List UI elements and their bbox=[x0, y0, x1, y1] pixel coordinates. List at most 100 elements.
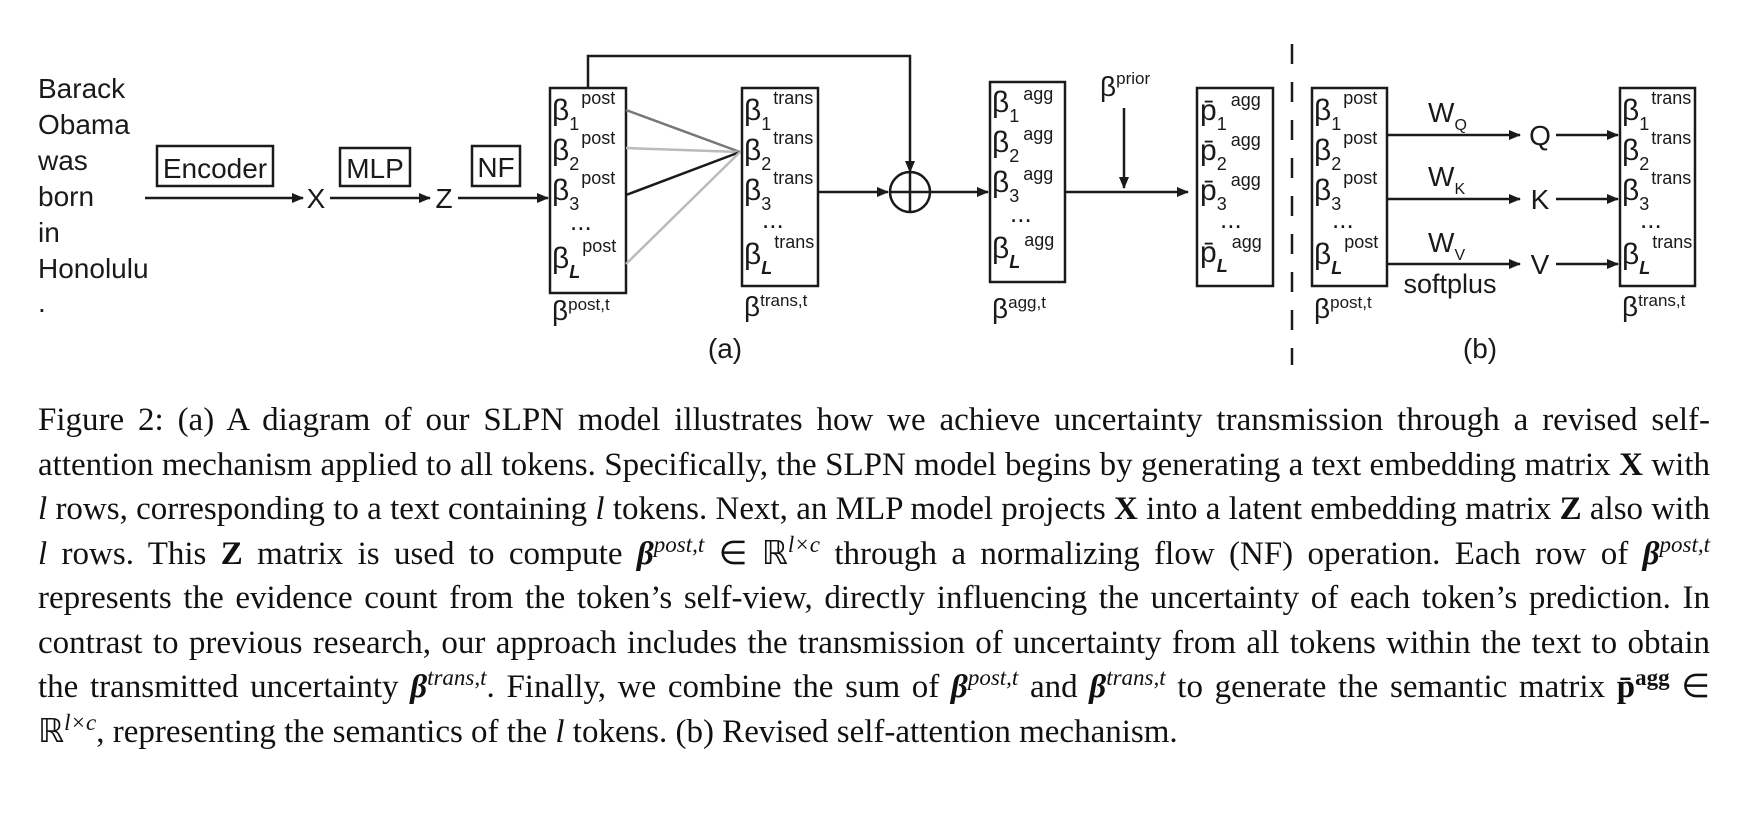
svg-text:βLpost: βLpost bbox=[552, 236, 616, 282]
nf-label: NF bbox=[477, 152, 514, 183]
row-index: 3 bbox=[1639, 194, 1649, 214]
svg-text:p̄1agg: p̄1agg bbox=[1200, 90, 1261, 134]
pbar-symbol: p̄ bbox=[1200, 94, 1217, 127]
mlp-box bbox=[338, 146, 412, 188]
row-superscript: agg bbox=[1231, 90, 1261, 110]
input-token: . bbox=[38, 287, 46, 318]
svg-text:β3post: β3post bbox=[1314, 168, 1377, 214]
row-index: L bbox=[1331, 258, 1342, 278]
beta-symbol: β bbox=[744, 174, 761, 207]
svg-text:β3trans: β3trans bbox=[744, 168, 813, 214]
encoder-label: Encoder bbox=[163, 153, 267, 184]
row-index: 3 bbox=[1331, 194, 1341, 214]
beta-post-caption: βpost,t bbox=[552, 295, 610, 326]
svg-text:β1post: β1post bbox=[1314, 88, 1377, 134]
row-superscript: trans bbox=[774, 232, 814, 252]
beta-symbol: β bbox=[1314, 134, 1331, 167]
row-superscript: post bbox=[581, 88, 615, 108]
input-sentence: Barack Obama was born in Honolulu . bbox=[37, 73, 149, 318]
row-index: L bbox=[1217, 256, 1228, 276]
z-label: Z bbox=[435, 183, 452, 214]
row-superscript: trans bbox=[1652, 232, 1692, 252]
beta-symbol: β bbox=[992, 126, 1009, 159]
row-superscript: trans bbox=[1651, 128, 1691, 148]
row-index: L bbox=[569, 262, 580, 282]
pbar-symbol: p̄ bbox=[1200, 236, 1217, 269]
svg-text:βLpost: βLpost bbox=[1314, 232, 1378, 278]
row-index: 3 bbox=[1009, 186, 1019, 206]
row-superscript: post bbox=[1344, 232, 1378, 252]
wv-label: WV bbox=[1428, 227, 1465, 264]
b-beta-trans-rows: β1trans β2trans β3trans ... βLtrans bbox=[1622, 88, 1692, 278]
wk-label: WK bbox=[1428, 161, 1465, 198]
row-index: 2 bbox=[1217, 154, 1227, 174]
beta-agg-caption: βagg,t bbox=[992, 293, 1046, 324]
row-index: 2 bbox=[569, 154, 579, 174]
x-label: X bbox=[307, 183, 326, 214]
svg-text:β1trans: β1trans bbox=[1622, 88, 1691, 134]
row-superscript: trans bbox=[773, 88, 813, 108]
pbar-symbol: p̄ bbox=[1200, 174, 1217, 207]
svg-text:β3post: β3post bbox=[552, 168, 615, 214]
b-beta-trans-matrix bbox=[1618, 86, 1697, 288]
input-token: Obama bbox=[38, 109, 130, 140]
input-token: born bbox=[38, 181, 94, 212]
transmission-lines bbox=[625, 108, 741, 265]
row-superscript: post bbox=[1343, 128, 1377, 148]
row-superscript: post bbox=[1343, 88, 1377, 108]
row-superscript: trans bbox=[1651, 88, 1691, 108]
row-index: 2 bbox=[1009, 146, 1019, 166]
row-index: L bbox=[1639, 258, 1650, 278]
svg-text:β3agg: β3agg bbox=[992, 164, 1053, 206]
svg-text:β2trans: β2trans bbox=[744, 128, 813, 174]
beta-agg-matrix bbox=[988, 80, 1067, 284]
svg-text:βLtrans: βLtrans bbox=[744, 232, 814, 278]
beta-symbol: β bbox=[1314, 94, 1331, 127]
row-index: 2 bbox=[1639, 154, 1649, 174]
svg-text:β2trans: β2trans bbox=[1622, 128, 1691, 174]
row-superscript: agg bbox=[1024, 230, 1054, 250]
svg-text:p̄2agg: p̄2agg bbox=[1200, 130, 1261, 174]
ellipsis: ... bbox=[1640, 204, 1662, 234]
row-superscript: agg bbox=[1231, 130, 1261, 150]
row-superscript: agg bbox=[1231, 170, 1261, 190]
panel-label-a: (a) bbox=[708, 333, 742, 364]
svg-text:β2agg: β2agg bbox=[992, 124, 1053, 166]
row-index: 1 bbox=[1331, 114, 1341, 134]
svg-text:β3trans: β3trans bbox=[1622, 168, 1691, 214]
nf-box bbox=[470, 144, 522, 188]
row-index: L bbox=[1009, 252, 1020, 272]
input-token: Honolulu bbox=[38, 253, 149, 284]
input-token: was bbox=[37, 145, 88, 176]
row-index: 1 bbox=[761, 114, 771, 134]
b-beta-post-matrix bbox=[1310, 86, 1389, 288]
skip-connection-arrow bbox=[586, 54, 915, 173]
softplus-label: softplus bbox=[1403, 269, 1496, 299]
mlp-label: MLP bbox=[346, 153, 404, 184]
k-label: K bbox=[1531, 184, 1550, 215]
beta-symbol: β bbox=[992, 232, 1009, 265]
beta-agg-rows: β1agg β2agg β3agg ... βLagg bbox=[992, 84, 1054, 272]
q-label: Q bbox=[1529, 120, 1551, 151]
row-superscript: post bbox=[582, 236, 616, 256]
row-superscript: post bbox=[581, 128, 615, 148]
svg-text:β2post: β2post bbox=[1314, 128, 1377, 174]
row-superscript: agg bbox=[1023, 164, 1053, 184]
pbar-agg-rows: p̄1agg p̄2agg p̄3agg ... p̄Lagg bbox=[1200, 90, 1262, 276]
row-index: 1 bbox=[1639, 114, 1649, 134]
b-beta-post-rows: β1post β2post β3post ... βLpost bbox=[1314, 88, 1378, 278]
svg-text:βLagg: βLagg bbox=[992, 230, 1054, 272]
row-superscript: trans bbox=[773, 168, 813, 188]
beta-symbol: β bbox=[744, 94, 761, 127]
ellipsis: ... bbox=[762, 204, 784, 234]
beta-symbol: β bbox=[552, 174, 569, 207]
ellipsis: ... bbox=[1332, 204, 1354, 234]
svg-text:p̄3agg: p̄3agg bbox=[1200, 170, 1261, 214]
row-superscript: post bbox=[581, 168, 615, 188]
svg-text:β1trans: β1trans bbox=[744, 88, 813, 134]
row-index: L bbox=[761, 258, 772, 278]
slpn-diagram: Barack Obama was born in Honolulu . Enco… bbox=[37, 44, 1697, 365]
beta-symbol: β bbox=[552, 94, 569, 127]
b-beta-trans-caption: βtrans,t bbox=[1622, 291, 1686, 322]
input-token: Barack bbox=[38, 73, 126, 104]
